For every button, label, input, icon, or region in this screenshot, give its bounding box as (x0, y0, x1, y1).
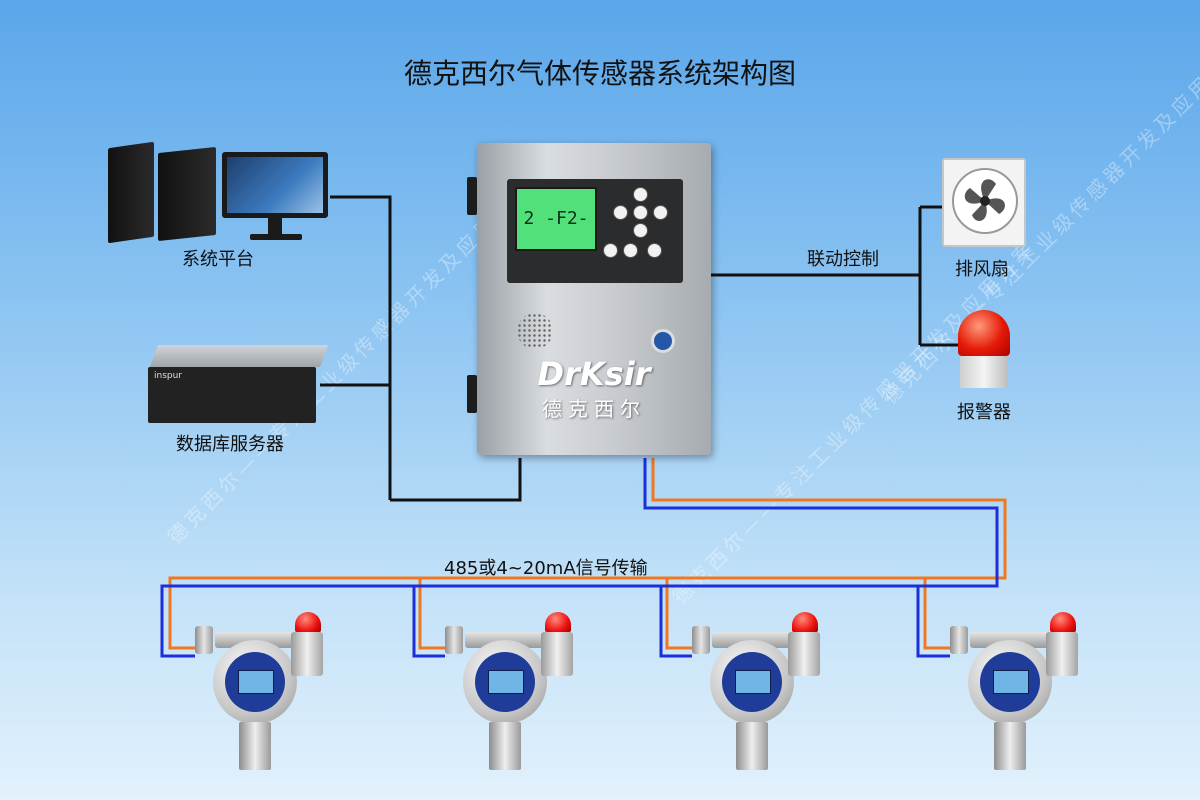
sensor-probe (994, 722, 1026, 770)
server-brand: inspur (154, 371, 183, 381)
controller-panel: 2 -F2- (507, 179, 683, 283)
sensor-display (735, 670, 771, 694)
sensor-display (993, 670, 1029, 694)
database-server-label: 数据库服务器 (176, 434, 284, 455)
sensor-probe (239, 722, 271, 770)
key-func-1 (603, 243, 618, 258)
sensor-alarm-lamp (1050, 612, 1076, 632)
wire-linkage-to-fan (918, 205, 942, 345)
gas-sensor-2 (445, 612, 575, 772)
key-right (653, 205, 668, 220)
linkage-control-label: 联动控制 (807, 249, 879, 270)
key-func-2 (623, 243, 638, 258)
gas-sensor-1 (195, 612, 325, 772)
key-down (633, 223, 648, 238)
database-server: inspur (148, 345, 329, 423)
sensor-inlet (445, 626, 463, 654)
gas-sensor-4 (950, 612, 1080, 772)
gas-sensor-3 (692, 612, 822, 772)
sensor-lamp-base (291, 632, 323, 676)
sensor-lamp-base (541, 632, 573, 676)
diagram-title: 德克西尔气体传感器系统架构图 (403, 57, 796, 90)
alarm-dome (958, 310, 1010, 356)
sensor-probe (736, 722, 768, 770)
wire-bus-to-controller (390, 458, 522, 502)
key-ok (633, 205, 648, 220)
sensor-probe (489, 722, 521, 770)
fan-blades-icon (964, 179, 1005, 221)
signal-transmission-label: 485或4~20mA信号传输 (444, 558, 648, 579)
speaker-grill (517, 313, 553, 349)
pc-monitor-screen (227, 157, 323, 213)
sensor-inlet (950, 626, 968, 654)
controller-hinge-top (467, 177, 477, 215)
sensor-display (488, 670, 524, 694)
controller-lcd: 2 -F2- (515, 187, 597, 251)
sensor-display (238, 670, 274, 694)
controller-keypad (603, 187, 675, 267)
pc-monitor-base (250, 234, 302, 240)
exhaust-fan-label: 排风扇 (955, 259, 1009, 280)
key-func-3 (647, 243, 662, 258)
exhaust-fan (942, 158, 1026, 247)
alarm-label: 报警器 (957, 402, 1011, 423)
alarm-base (960, 356, 1008, 388)
pc-tower-large (108, 141, 154, 244)
sensor-alarm-lamp (792, 612, 818, 632)
pc-tower-small (158, 146, 216, 242)
sensor-lamp-base (788, 632, 820, 676)
gas-alarm-controller: 2 -F2- DrKsir 德克西尔 (467, 143, 711, 455)
lock-icon (651, 329, 675, 353)
controller-brand-cn: 德克西尔 (542, 397, 646, 421)
key-left (613, 205, 628, 220)
pc-monitor (222, 152, 328, 218)
controller-hinge-bottom (467, 375, 477, 413)
sensor-alarm-lamp (545, 612, 571, 632)
alarm-beacon (958, 310, 1010, 390)
sensor-inlet (692, 626, 710, 654)
pc-monitor-stand (268, 218, 282, 236)
sensor-alarm-lamp (295, 612, 321, 632)
signal-wire-orange (168, 458, 1007, 650)
system-platform-label: 系统平台 (182, 249, 254, 270)
wire-pc-to-bus (330, 195, 392, 500)
key-up (633, 187, 648, 202)
server-front: inspur (148, 367, 316, 423)
sensor-inlet (195, 626, 213, 654)
controller-brand: DrKsir (537, 355, 651, 393)
server-top (150, 345, 329, 367)
sensor-lamp-base (1046, 632, 1078, 676)
signal-wire-blue (160, 458, 999, 658)
